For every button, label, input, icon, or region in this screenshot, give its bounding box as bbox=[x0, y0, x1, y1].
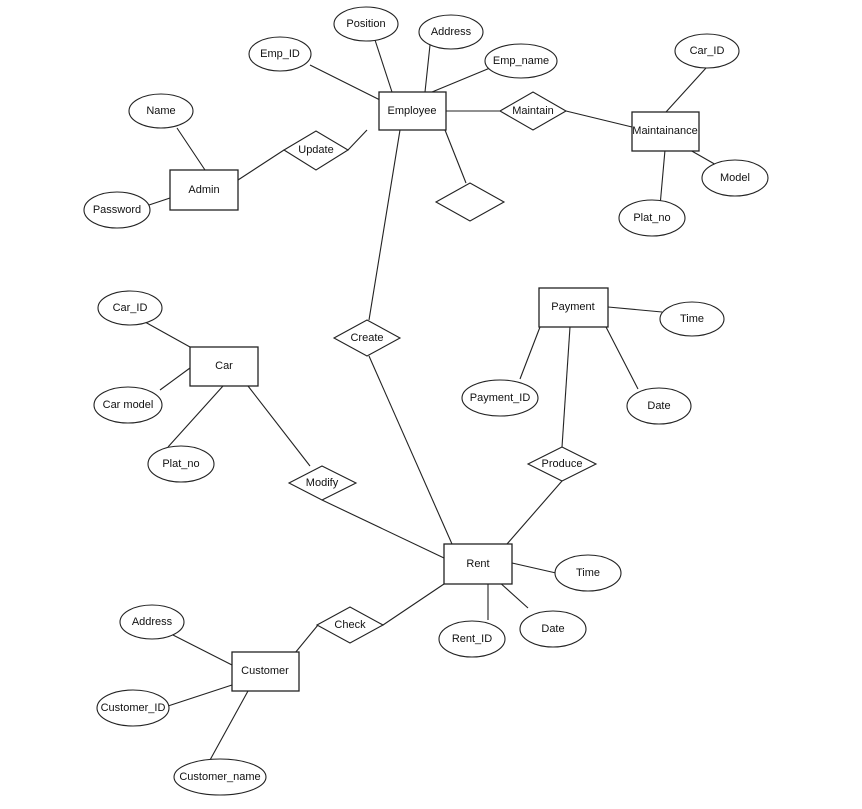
attribute-label: Name bbox=[146, 105, 175, 117]
attribute-position: Position bbox=[333, 6, 399, 42]
entity-rent: Rent bbox=[443, 543, 513, 585]
attribute-label: Date bbox=[647, 400, 670, 412]
attribute-rent-time: Time bbox=[554, 554, 622, 592]
attribute-customer-address: Address bbox=[119, 604, 185, 640]
attribute-rent-date: Date bbox=[519, 610, 587, 648]
attribute-admin-password: Password bbox=[83, 191, 151, 229]
attribute-address-employee: Address bbox=[418, 14, 484, 50]
attribute-model: Model bbox=[701, 159, 769, 197]
relationship-label: Produce bbox=[542, 458, 583, 470]
attribute-admin-name: Name bbox=[128, 93, 194, 129]
relationship-modify: Modify bbox=[287, 465, 358, 501]
attribute-car-id: Car_ID bbox=[97, 290, 163, 326]
attribute-label: Position bbox=[346, 18, 385, 30]
attribute-label: Address bbox=[431, 26, 472, 38]
attribute-emp-name: Emp_name bbox=[484, 43, 558, 79]
relationship-unlabeled bbox=[434, 182, 506, 222]
relationship-produce: Produce bbox=[526, 446, 598, 482]
attribute-label: Time bbox=[576, 567, 600, 579]
entity-maintainance: Maintainance bbox=[631, 111, 700, 152]
attribute-label: Payment_ID bbox=[470, 392, 531, 404]
attribute-label: Password bbox=[93, 204, 141, 216]
attribute-customer-id: Customer_ID bbox=[96, 689, 170, 727]
attribute-customer-name: Customer_name bbox=[173, 758, 267, 796]
relationship-label: Create bbox=[350, 332, 383, 344]
entity-customer: Customer bbox=[231, 651, 300, 692]
attribute-label: Date bbox=[541, 623, 564, 635]
relationship-update: Update bbox=[282, 130, 350, 171]
attribute-label: Address bbox=[132, 616, 173, 628]
attribute-payment-date: Date bbox=[626, 387, 692, 425]
attribute-label: Time bbox=[680, 313, 704, 325]
attribute-label: Car_ID bbox=[113, 302, 148, 314]
attribute-label: Model bbox=[720, 172, 750, 184]
relationship-maintain: Maintain bbox=[498, 91, 568, 131]
attribute-rent-id: Rent_ID bbox=[438, 620, 506, 658]
attribute-label: Customer_ID bbox=[101, 702, 166, 714]
entity-label: Customer bbox=[241, 665, 289, 677]
attribute-plat-no-maintainance: Plat_no bbox=[618, 199, 686, 237]
entity-payment: Payment bbox=[538, 287, 609, 328]
entity-label: Rent bbox=[466, 558, 489, 570]
attribute-emp-id: Emp_ID bbox=[248, 36, 312, 72]
relationship-create: Create bbox=[332, 319, 402, 357]
attribute-car-id-maintainance: Car_ID bbox=[674, 33, 740, 69]
entity-label: Payment bbox=[551, 301, 594, 313]
entity-employee: Employee bbox=[378, 91, 447, 131]
attribute-payment-id: Payment_ID bbox=[461, 379, 539, 417]
attribute-label: Customer_name bbox=[179, 771, 260, 783]
entity-label: Admin bbox=[188, 184, 219, 196]
attribute-label: Emp_name bbox=[493, 55, 549, 67]
relationship-check: Check bbox=[315, 606, 385, 644]
entity-label: Car bbox=[215, 360, 233, 372]
entity-car: Car bbox=[189, 346, 259, 387]
relationship-label: Modify bbox=[306, 477, 339, 489]
attribute-label: Plat_no bbox=[162, 458, 199, 470]
attribute-plat-no-car: Plat_no bbox=[147, 445, 215, 483]
attribute-label: Emp_ID bbox=[260, 48, 300, 60]
relationship-label: Maintain bbox=[512, 105, 554, 117]
attribute-label: Plat_no bbox=[633, 212, 670, 224]
entity-label: Employee bbox=[388, 105, 437, 117]
relationship-label: Update bbox=[298, 144, 333, 156]
relationship-label: Check bbox=[334, 619, 366, 631]
attribute-label: Car model bbox=[103, 399, 154, 411]
attribute-car-model: Car model bbox=[93, 386, 163, 424]
attribute-payment-time: Time bbox=[659, 301, 725, 337]
attribute-label: Car_ID bbox=[690, 45, 725, 57]
entity-label: Maintainance bbox=[632, 125, 697, 137]
entity-admin: Admin bbox=[169, 169, 239, 211]
connector-lines bbox=[144, 39, 719, 761]
attribute-label: Rent_ID bbox=[452, 633, 492, 645]
